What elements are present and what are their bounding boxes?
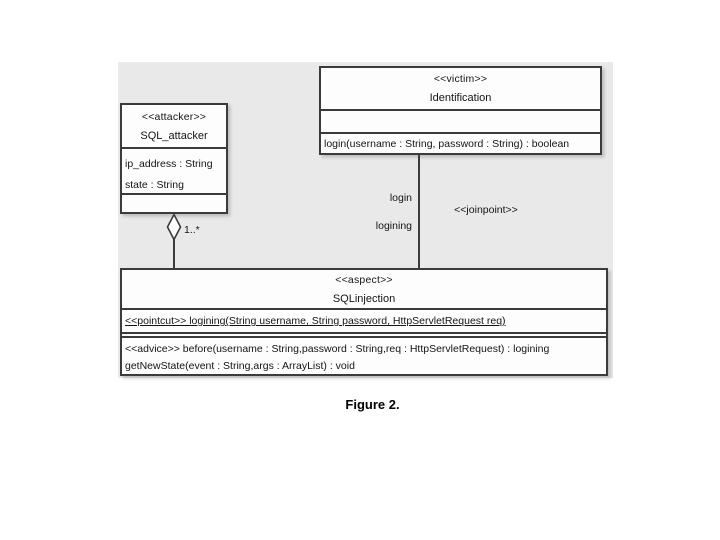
attacker-attribute-state: state : String [125, 178, 184, 191]
victim-class-name: Identification [429, 92, 492, 104]
attacker-attribute-ip-address: ip_address : String [125, 157, 213, 170]
attacker-attributes-compartment: ip_address : String state : String [122, 147, 226, 193]
attacker-header: <<attacker>> SQL_attacker [122, 105, 226, 147]
aggregation-multiplicity-label: 1..* [184, 224, 200, 236]
attacker-operations-compartment [122, 193, 226, 212]
uml-class-victim: <<victim>> Identification login(username… [319, 66, 602, 155]
victim-operation-login: login(username : String, password : Stri… [321, 132, 600, 153]
victim-header: <<victim>> Identification [321, 68, 600, 109]
victim-attributes-compartment [321, 109, 600, 132]
attacker-stereotype: <<attacker>> [141, 110, 207, 123]
figure-caption: Figure 2. [345, 397, 400, 412]
victim-aspect-connector-line [418, 155, 420, 268]
joinpoint-pointcut-label: logining [375, 220, 412, 232]
attacker-aspect-connector-line [173, 239, 175, 268]
aspect-pointcut: <<pointcut>> logining(String username, S… [122, 308, 606, 335]
aggregation-diamond-icon [166, 213, 182, 241]
aspect-advice-getnewstate: getNewState(event : String,args : ArrayL… [125, 359, 355, 372]
aspect-stereotype: <<aspect>> [335, 273, 393, 286]
joinpoint-call-label: login [389, 192, 412, 204]
attacker-class-name: SQL_attacker [140, 129, 208, 142]
aspect-header: <<aspect>> SQLinjection [122, 270, 606, 308]
aspect-class-name: SQLinjection [332, 292, 396, 305]
joinpoint-stereotype-label: <<joinpoint>> [454, 204, 518, 216]
aspect-advice-compartment: <<advice>> before(username : String,pass… [122, 336, 606, 374]
victim-stereotype: <<victim>> [433, 73, 488, 85]
uml-class-aspect: <<aspect>> SQLinjection <<pointcut>> log… [120, 268, 608, 376]
aspect-advice-before: <<advice>> before(username : String,pass… [125, 342, 550, 355]
uml-class-attacker: <<attacker>> SQL_attacker ip_address : S… [120, 103, 228, 214]
